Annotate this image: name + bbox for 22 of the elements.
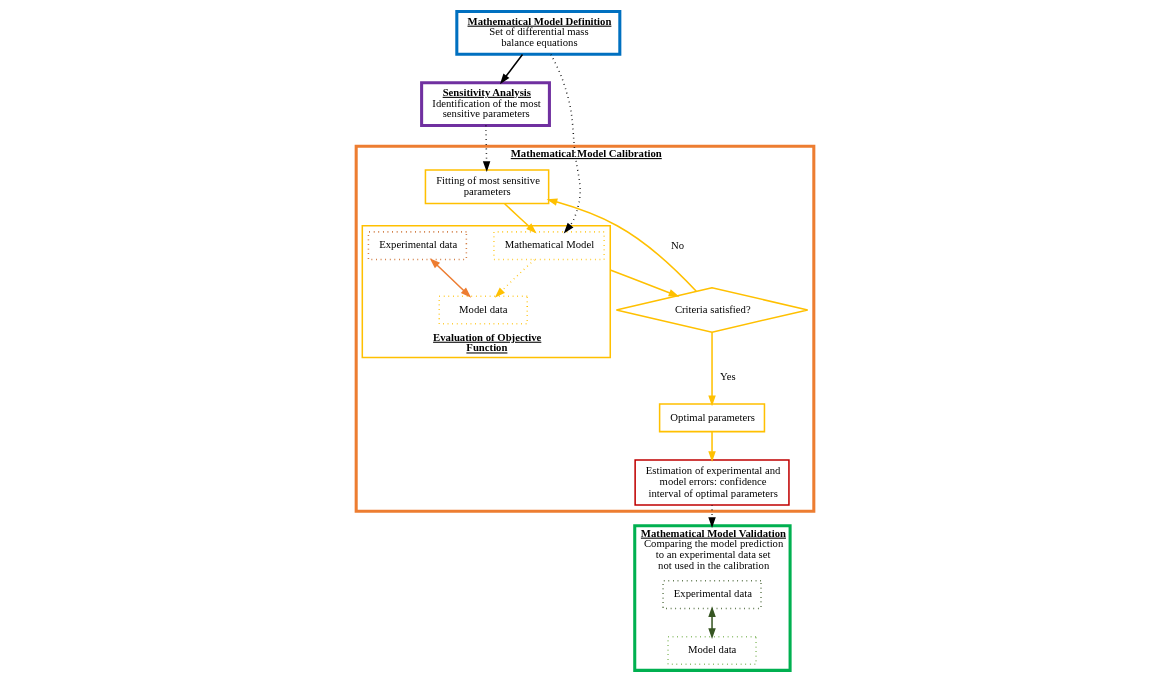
arrow — [429, 258, 471, 298]
node-box: Experimental data — [367, 231, 467, 261]
node-box: Mathematical Model Definition Set of differential mass balance equations — [454, 9, 621, 56]
node-box: Model data — [666, 635, 757, 666]
node-box: Mathematical Model — [492, 231, 605, 261]
arrow — [707, 430, 716, 463]
edge-label: Yes — [719, 370, 736, 383]
arrow — [499, 53, 523, 85]
node-box: Experimental data — [661, 580, 762, 610]
arrow — [546, 198, 697, 293]
arrow — [707, 331, 716, 407]
arrow — [503, 203, 537, 234]
node-box: Fitting of most sensitive parameters — [424, 169, 549, 205]
node-box: Estimation of experimental and model errors: confidence interval of optimal parameters — [633, 459, 790, 506]
node-box: Sensitivity Analysis Identification of the most sensitive parameters — [419, 81, 551, 128]
edge-label: No — [670, 238, 684, 251]
arrow — [707, 606, 716, 639]
arrow — [494, 258, 535, 298]
arrow — [609, 269, 679, 297]
node-box: Model data — [437, 295, 528, 325]
arrow — [549, 53, 581, 234]
node-box: Optimal parameters — [658, 403, 765, 433]
